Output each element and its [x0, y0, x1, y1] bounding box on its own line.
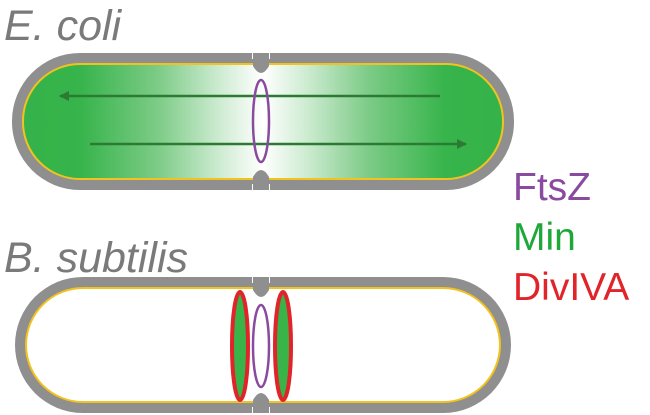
bsubtilis-septum-ingrowth-top — [253, 277, 269, 297]
legend: FtsZ Min DivIVA — [513, 166, 629, 309]
bsubtilis-ftsz-ring — [251, 303, 271, 389]
ecoli-septum-ingrowth-top — [253, 53, 269, 73]
ecoli-septum-ingrowth-bottom — [253, 170, 269, 190]
legend-label-ftsz: FtsZ — [513, 166, 591, 209]
bsubtilis-cell: B. subtilis — [4, 234, 511, 415]
legend-label-diviva: DivIVA — [513, 266, 629, 309]
bsubtilis-septum-ingrowth-bottom — [253, 393, 269, 413]
ecoli-ftsz-ring — [251, 78, 271, 164]
bsubtilis-species-label: B. subtilis — [4, 234, 188, 282]
diviva-min-ring-right — [273, 290, 293, 402]
ecoli-species-label: E. coli — [4, 2, 123, 50]
diviva-min-ring-left — [230, 290, 250, 402]
ecoli-cell: E. coli — [4, 2, 514, 191]
legend-label-min: Min — [513, 216, 576, 259]
